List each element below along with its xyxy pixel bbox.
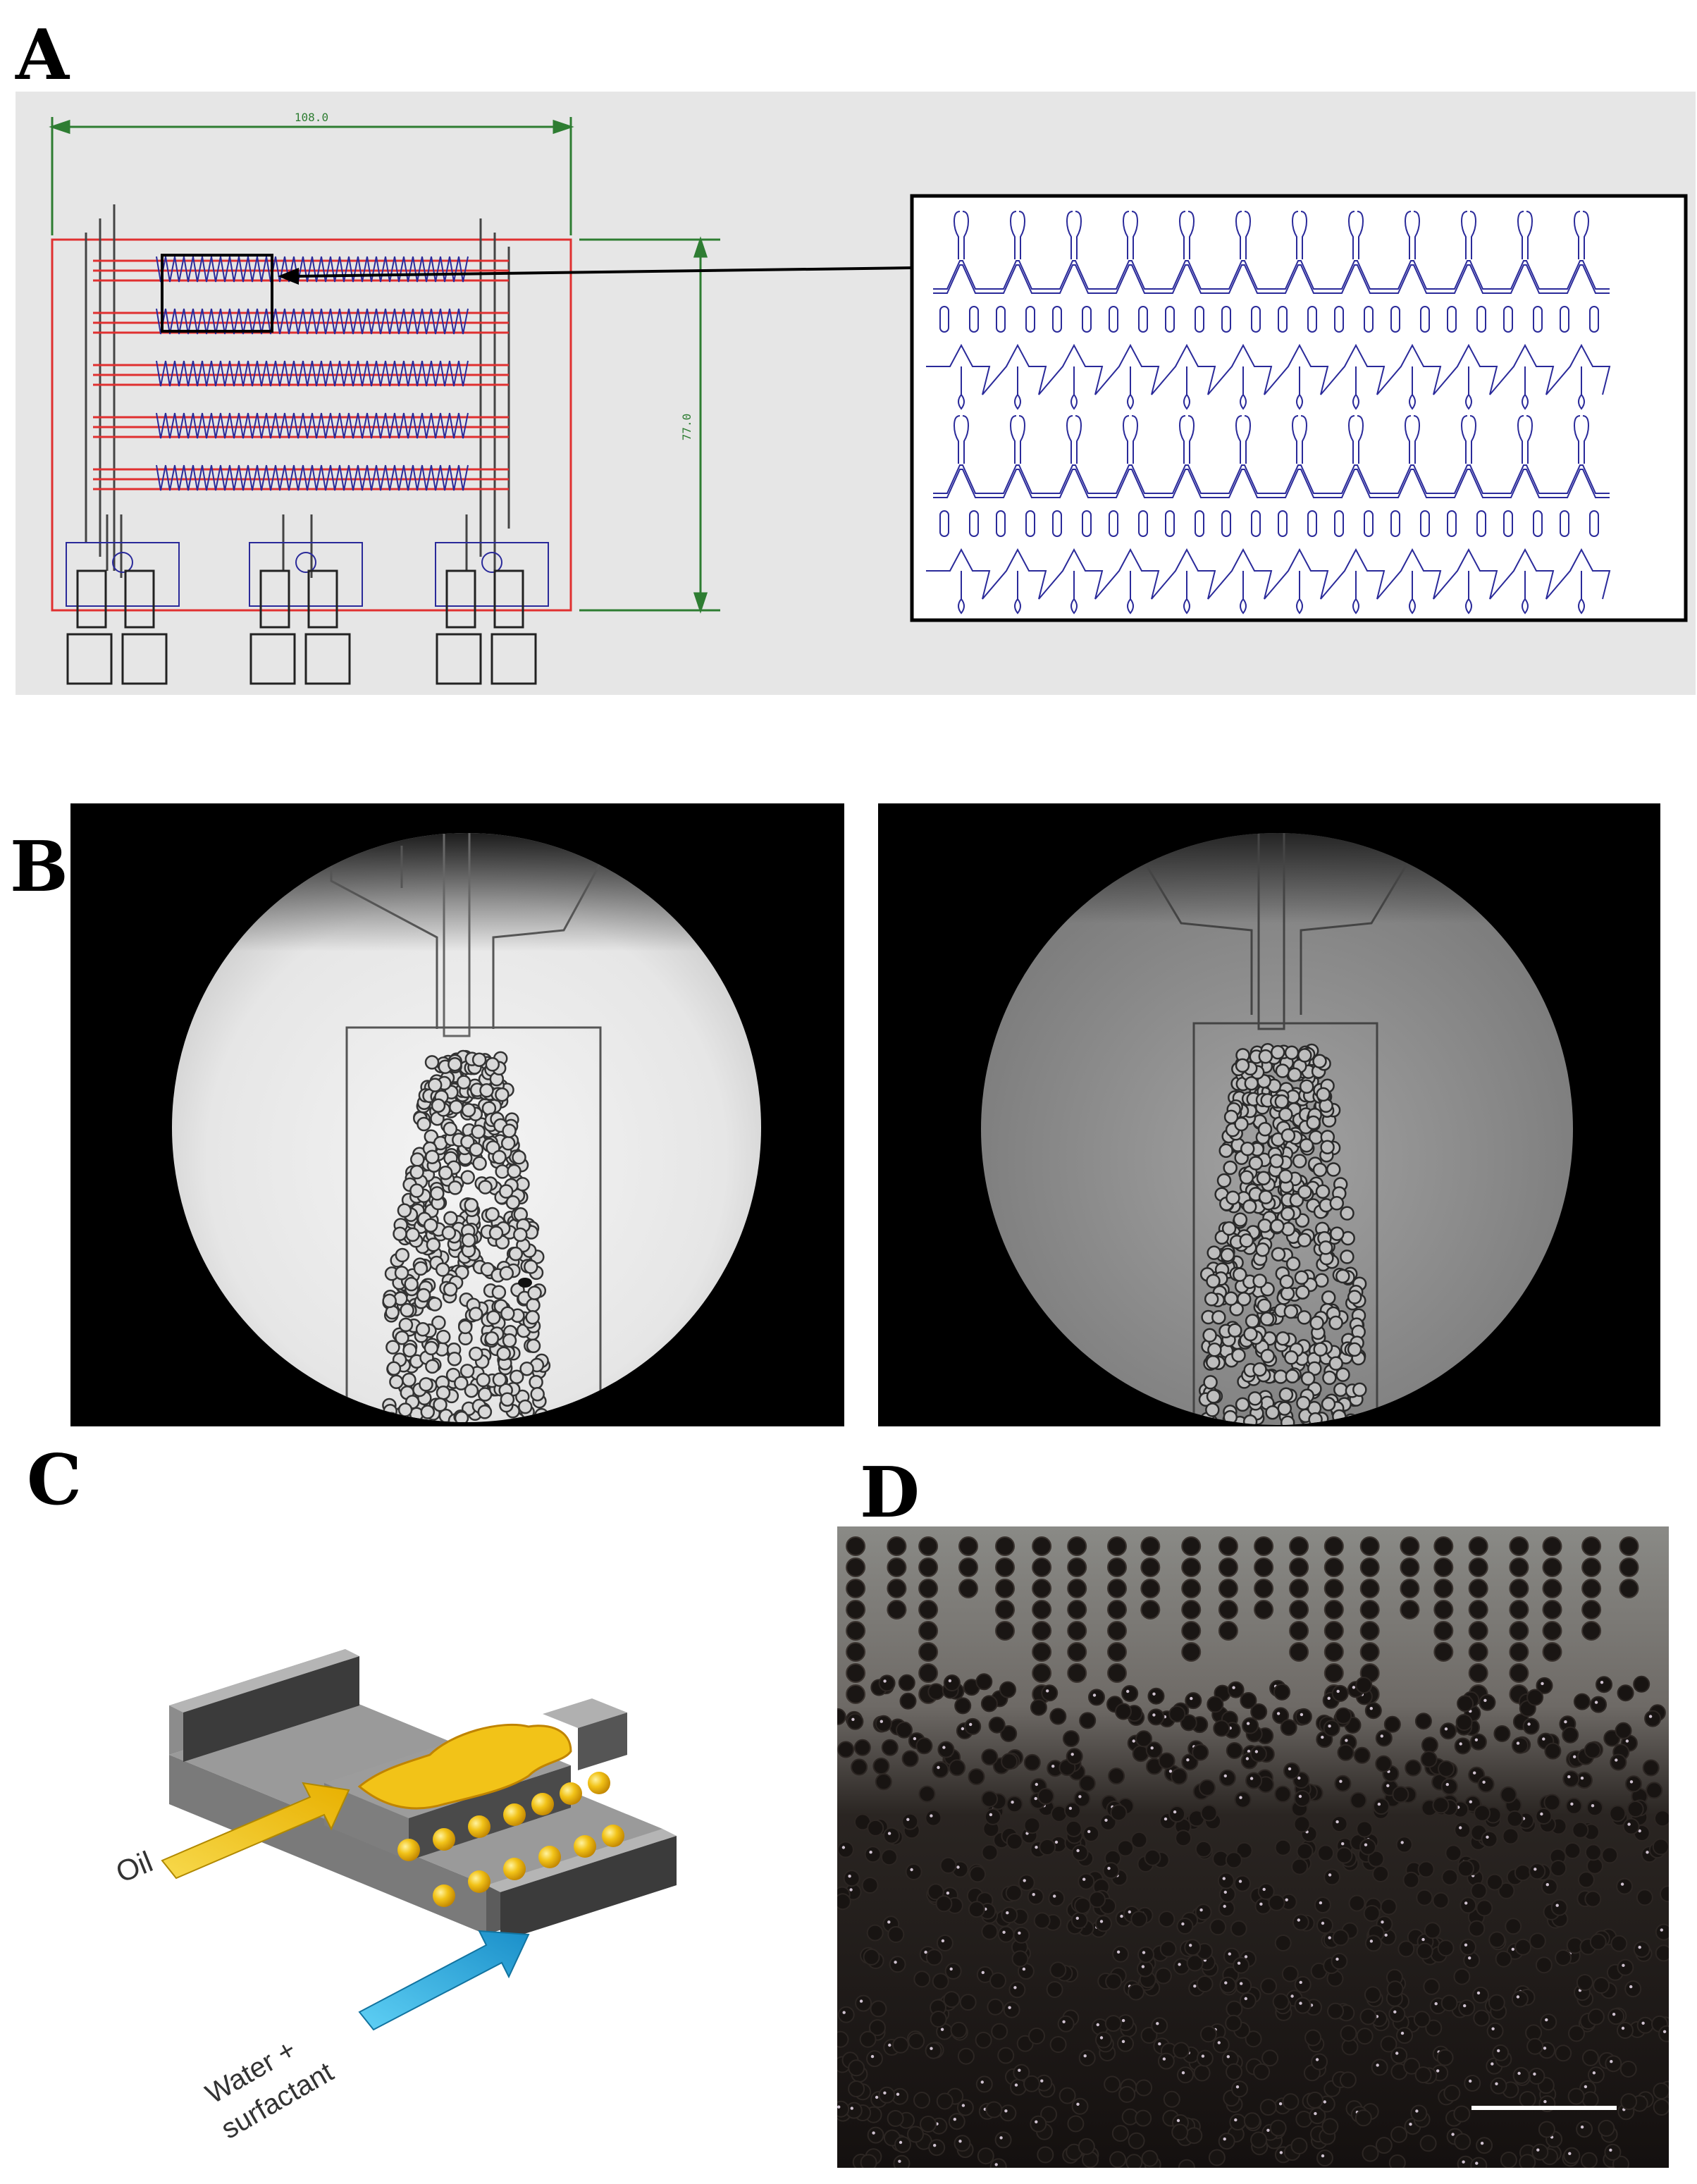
chamber-outline (345, 1026, 602, 1422)
microscope-left-svg (172, 833, 761, 1422)
microscope-right-svg (981, 833, 1573, 1425)
panel-b-microscope-left (70, 803, 844, 1426)
inlet-ports (66, 542, 549, 685)
water-arrow (358, 1930, 530, 2031)
height-dimension-label: 77.0 (680, 414, 693, 441)
panel-a-cad-drawing: 108.0 77.0 (16, 92, 1696, 695)
droplet-field (837, 1536, 1669, 2168)
oil-label: Oil (111, 1845, 157, 1889)
oil-phase-blob (357, 1723, 572, 1810)
width-dimension-label: 108.0 (295, 111, 328, 124)
droplet-cluster (382, 1049, 551, 1422)
zoom-selection-box (161, 254, 273, 333)
schematic-svg: Oil Water + surfactant (111, 1649, 677, 2145)
panel-d-droplet-photo (837, 1526, 1669, 2168)
cad-svg: 108.0 77.0 (16, 92, 1696, 695)
scale-bar (1471, 2106, 1617, 2110)
panel-label-d: D (860, 1452, 920, 1534)
chamber-outline (1192, 1022, 1378, 1425)
droplet-photo-svg (837, 1526, 1669, 2168)
panel-b-microscope-right (878, 803, 1660, 1426)
oil-droplets (397, 1772, 624, 1907)
chip-outline (51, 238, 572, 612)
zoom-arrow-head (278, 268, 299, 285)
zoom-arrow (293, 266, 913, 278)
panel-label-c: C (27, 1440, 82, 1521)
droplet-cluster (1198, 1043, 1367, 1425)
panel-label-b: B (10, 827, 68, 908)
panel-c-schematic: Oil Water + surfactant (78, 1550, 825, 2171)
inset-channel-detail (926, 211, 1611, 615)
dimension-lines (49, 117, 720, 614)
panel-label-a: A (16, 15, 70, 96)
oil-arrow (161, 1782, 350, 1880)
